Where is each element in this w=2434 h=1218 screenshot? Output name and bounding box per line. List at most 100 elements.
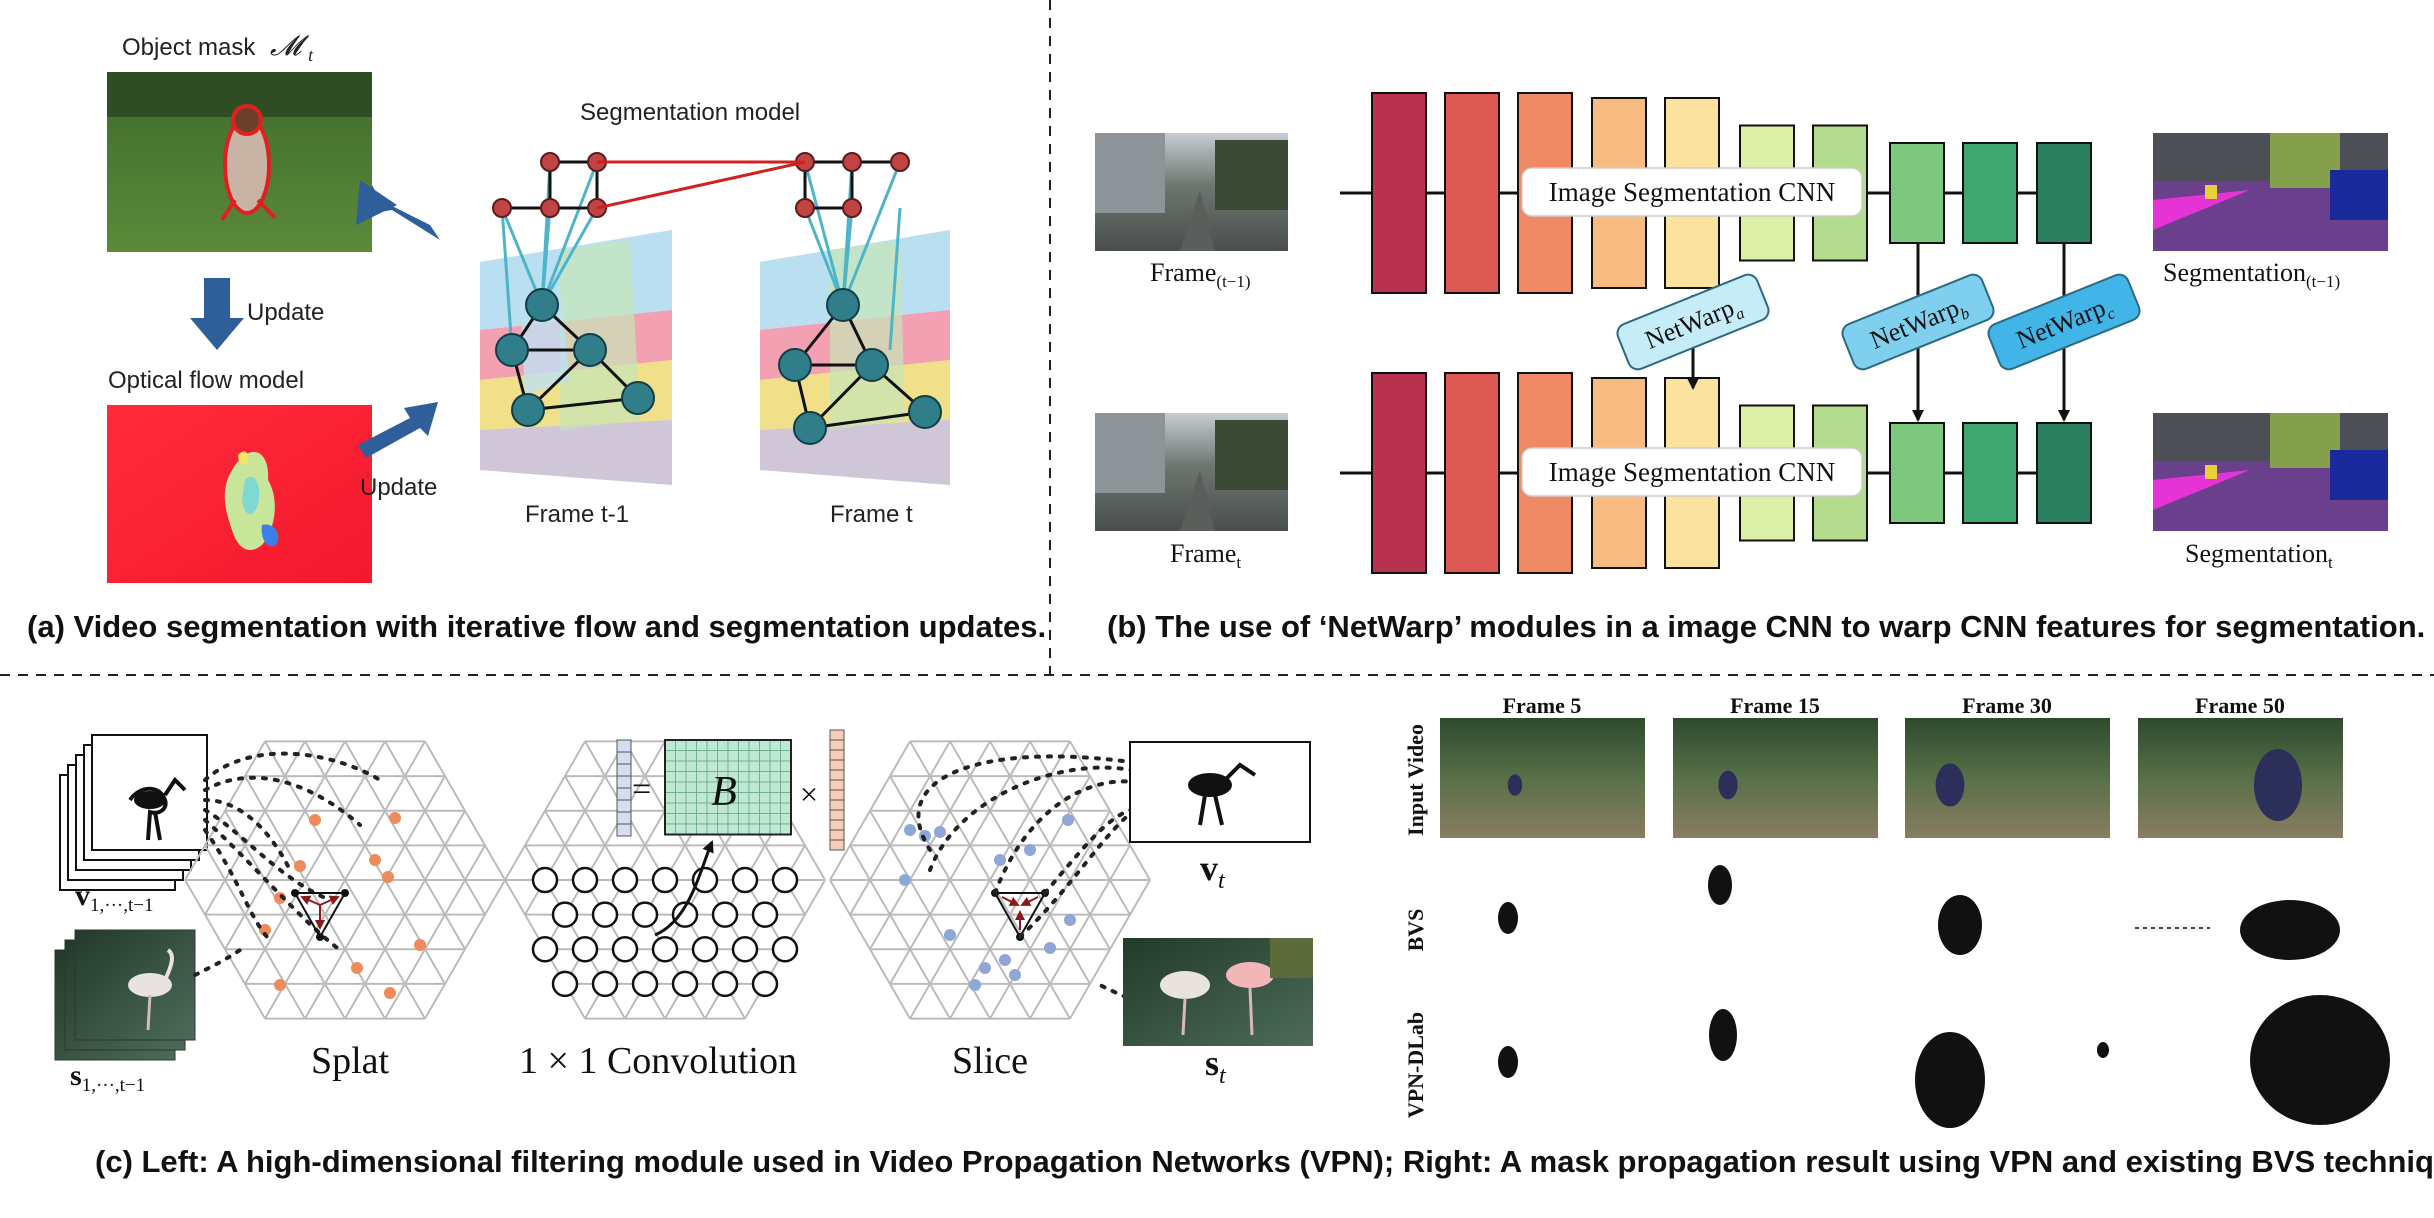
slice-point	[1009, 969, 1021, 981]
lattice-edge	[304, 948, 326, 985]
lattice-edge	[304, 775, 326, 812]
lattice-edge	[1009, 844, 1031, 881]
lattice-edge	[404, 844, 426, 881]
slice-point	[934, 826, 946, 838]
lattice-edge	[1089, 879, 1111, 916]
vpn-mask	[2250, 995, 2390, 1125]
lattice-edge	[404, 948, 426, 985]
lattice-edge	[1049, 775, 1071, 812]
caption-c: (c) Left: A high-dimensional filtering m…	[95, 1144, 2434, 1179]
slice-point	[1062, 814, 1074, 826]
segmentation-cur-label: Segmentationt	[2185, 539, 2333, 572]
segmentation-prev-image	[2153, 133, 2388, 251]
lattice-edge	[484, 844, 506, 881]
lattice-edge	[324, 948, 346, 985]
results-grid	[1440, 718, 2390, 1128]
caption-b: (b) The use of ‘NetWarp’ modules in a im…	[1107, 609, 2425, 644]
lattice-edge	[909, 775, 931, 812]
lattice-edge	[989, 879, 1011, 916]
lattice-edge	[204, 879, 226, 916]
lattice-edge	[364, 948, 386, 985]
slice-point	[994, 854, 1006, 866]
lattice-edge	[989, 914, 1011, 950]
splat-point	[274, 979, 286, 991]
lattice-edge	[424, 983, 446, 1020]
bvs-mask	[1498, 902, 1518, 934]
conv-node	[631, 901, 659, 928]
lattice-edge	[404, 740, 426, 777]
panel-b: Frame(t−1) Framet Image Segmentation CNN…	[1095, 92, 2425, 644]
lattice-edge	[829, 844, 851, 881]
conv-node	[571, 866, 599, 894]
lattice-edge	[969, 879, 991, 916]
lattice-edge	[344, 775, 366, 812]
lattice-edge	[1109, 810, 1131, 846]
input-video-frame	[2138, 718, 2343, 838]
lattice-edge	[224, 844, 246, 881]
cnn-label-bottom: Image Segmentation CNN	[1549, 457, 1835, 487]
video-frames-stack	[59, 734, 208, 891]
lattice-edge	[304, 879, 326, 916]
cnn-label-top: Image Segmentation CNN	[1549, 177, 1835, 207]
lattice-edge	[344, 844, 366, 881]
splat-point	[414, 939, 426, 951]
lattice-edge	[184, 844, 206, 881]
lattice-edge	[869, 879, 891, 916]
lattice-edge	[464, 914, 486, 950]
lattice-edge	[804, 879, 826, 916]
update-label-2: Update	[360, 474, 437, 501]
lattice-edge	[464, 879, 486, 916]
lattice-edge	[889, 775, 911, 812]
lattice-edge	[1069, 740, 1091, 777]
lattice-edge	[909, 844, 931, 881]
lattice-edge	[264, 775, 286, 812]
slice-label: Slice	[952, 1040, 1028, 1082]
update-down-arrow	[190, 278, 244, 350]
vpn-mask	[1915, 1032, 1985, 1128]
lattice-edge	[404, 810, 426, 846]
lattice-edge	[1129, 844, 1151, 881]
lattice-edge	[264, 740, 286, 777]
lattice-edge	[909, 740, 931, 777]
slice-point	[1064, 914, 1076, 926]
conv-weight-matrix	[664, 739, 792, 836]
optical-flow-label: Optical flow model	[108, 367, 304, 394]
conv-node	[531, 936, 559, 963]
slice-point	[969, 979, 981, 991]
lattice-edge	[1009, 879, 1031, 916]
slice-point	[1044, 942, 1056, 954]
lattice-edge	[344, 879, 366, 916]
lattice-edge	[929, 740, 951, 777]
lattice-edge	[364, 914, 386, 950]
lattice-edge	[244, 844, 266, 881]
netwarp-a-box: NetWarpa	[1616, 273, 1770, 371]
lattice-edge	[244, 914, 266, 950]
lattice-edge	[304, 810, 326, 846]
lattice-edge	[504, 844, 526, 881]
lattice-edge	[324, 775, 346, 812]
conv-node	[651, 866, 679, 894]
photo-frames-stack	[54, 929, 196, 1061]
cnn-layer-block	[2036, 142, 2092, 244]
lattice-edge	[1109, 879, 1131, 916]
lattice-edge	[524, 810, 546, 846]
lattice-edge	[969, 914, 991, 950]
lattice-edge	[989, 775, 1011, 812]
lattice-edge	[464, 810, 486, 846]
lattice-edge	[564, 775, 586, 812]
lattice-edge	[344, 983, 366, 1020]
vt-label: vt	[1200, 848, 1226, 894]
lattice-edge	[949, 983, 971, 1020]
lattice-edge	[1029, 775, 1051, 812]
lattice-edge	[889, 983, 911, 1020]
lattice-edge	[244, 879, 266, 916]
lattice-edge	[204, 844, 226, 881]
input-video-frame	[1673, 718, 1878, 838]
segmentation-prev-label: Segmentation(t−1)	[2163, 258, 2340, 291]
lattice-edge	[464, 844, 486, 881]
lattice-edge	[484, 879, 506, 916]
object-mask-label: Object mask 𝓜 t	[122, 31, 314, 65]
update-label-1: Update	[247, 299, 324, 326]
